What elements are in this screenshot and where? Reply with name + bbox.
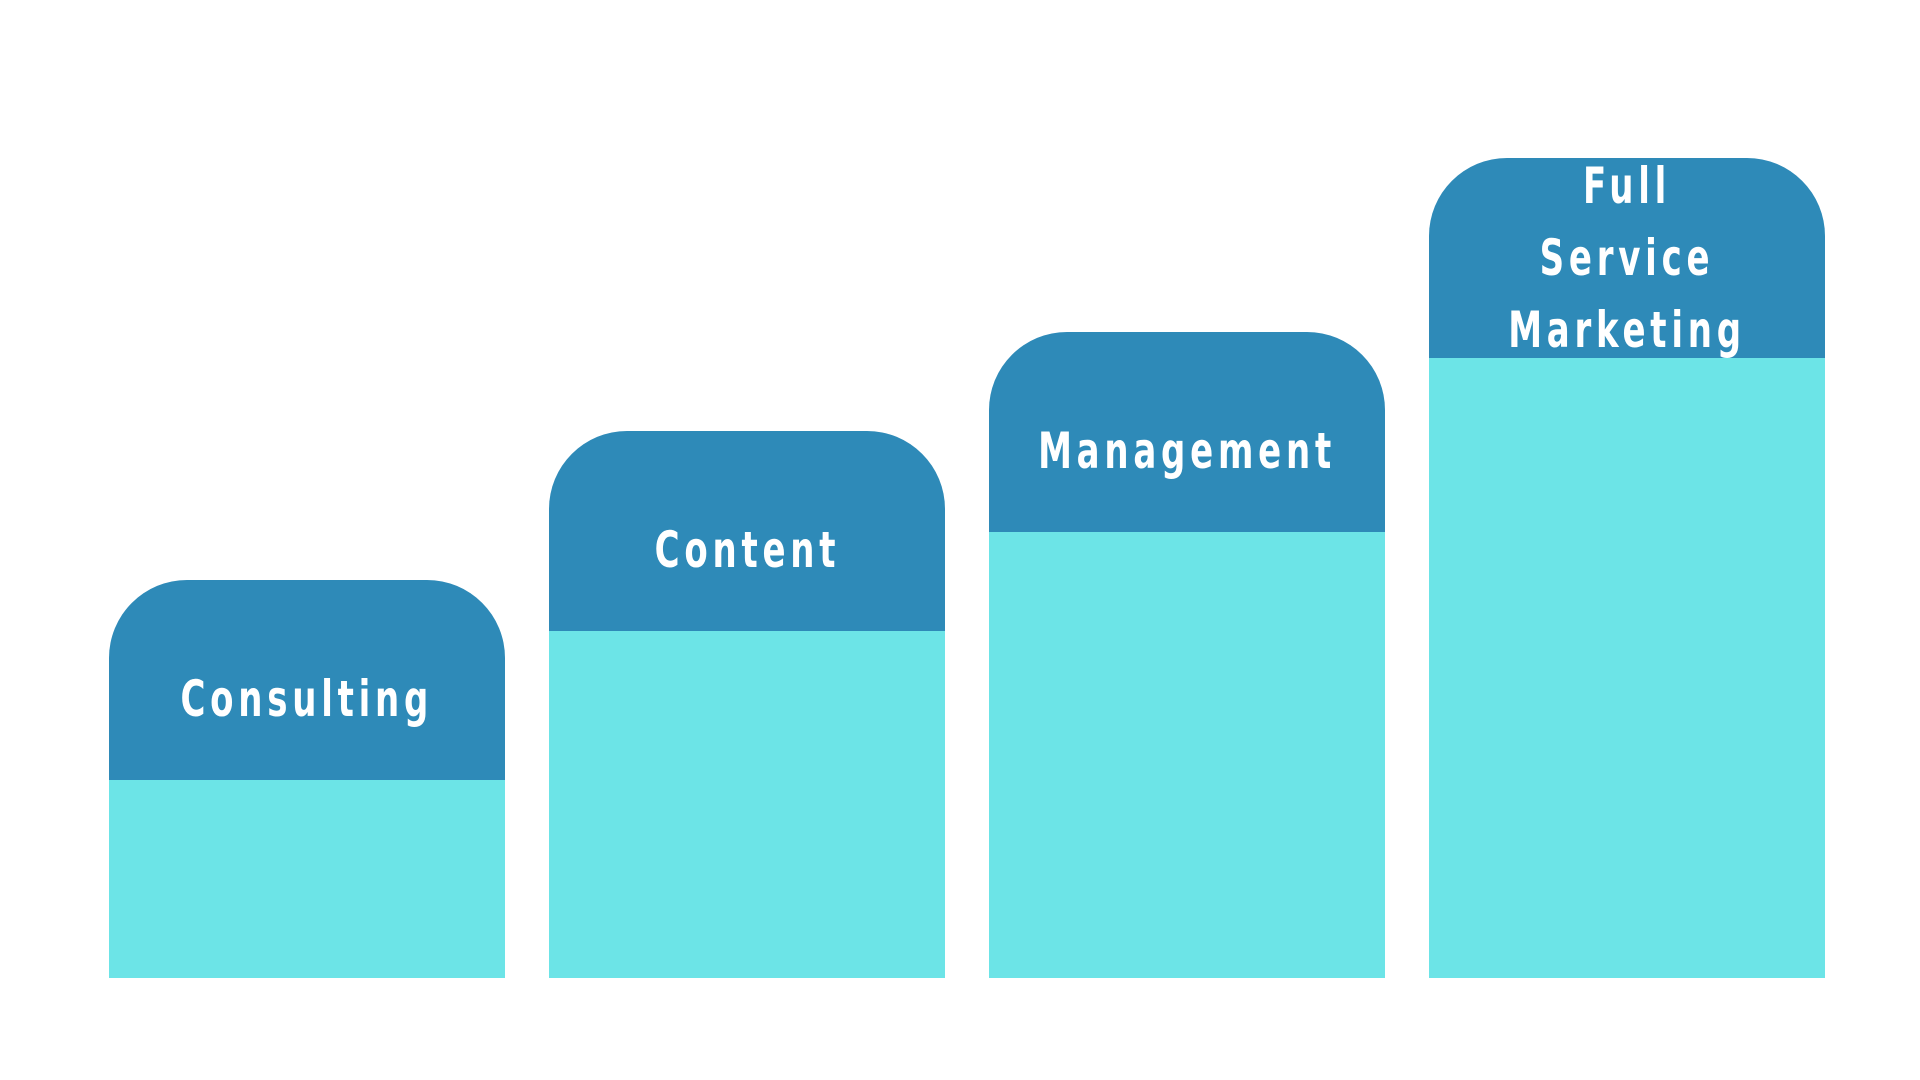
step-body <box>109 780 505 978</box>
step-consulting: Consulting <box>109 580 505 978</box>
step-full-service-marketing: Full Service Marketing <box>1429 157 1825 978</box>
step-body <box>1429 358 1825 978</box>
step-cap: Full Service Marketing <box>1429 157 1825 359</box>
step-body <box>989 532 1385 978</box>
step-cap: Consulting <box>109 580 505 780</box>
step-content: Content <box>549 431 945 978</box>
step-management: Management <box>989 332 1385 978</box>
step-label-content: Content <box>654 521 840 579</box>
step-cap: Content <box>549 431 945 631</box>
step-label-full-service-marketing: Full Service Marketing <box>1508 157 1746 359</box>
step-body <box>549 631 945 978</box>
step-label-management: Management <box>1038 422 1336 480</box>
step-label-consulting: Consulting <box>180 670 434 728</box>
step-cap: Management <box>989 332 1385 532</box>
